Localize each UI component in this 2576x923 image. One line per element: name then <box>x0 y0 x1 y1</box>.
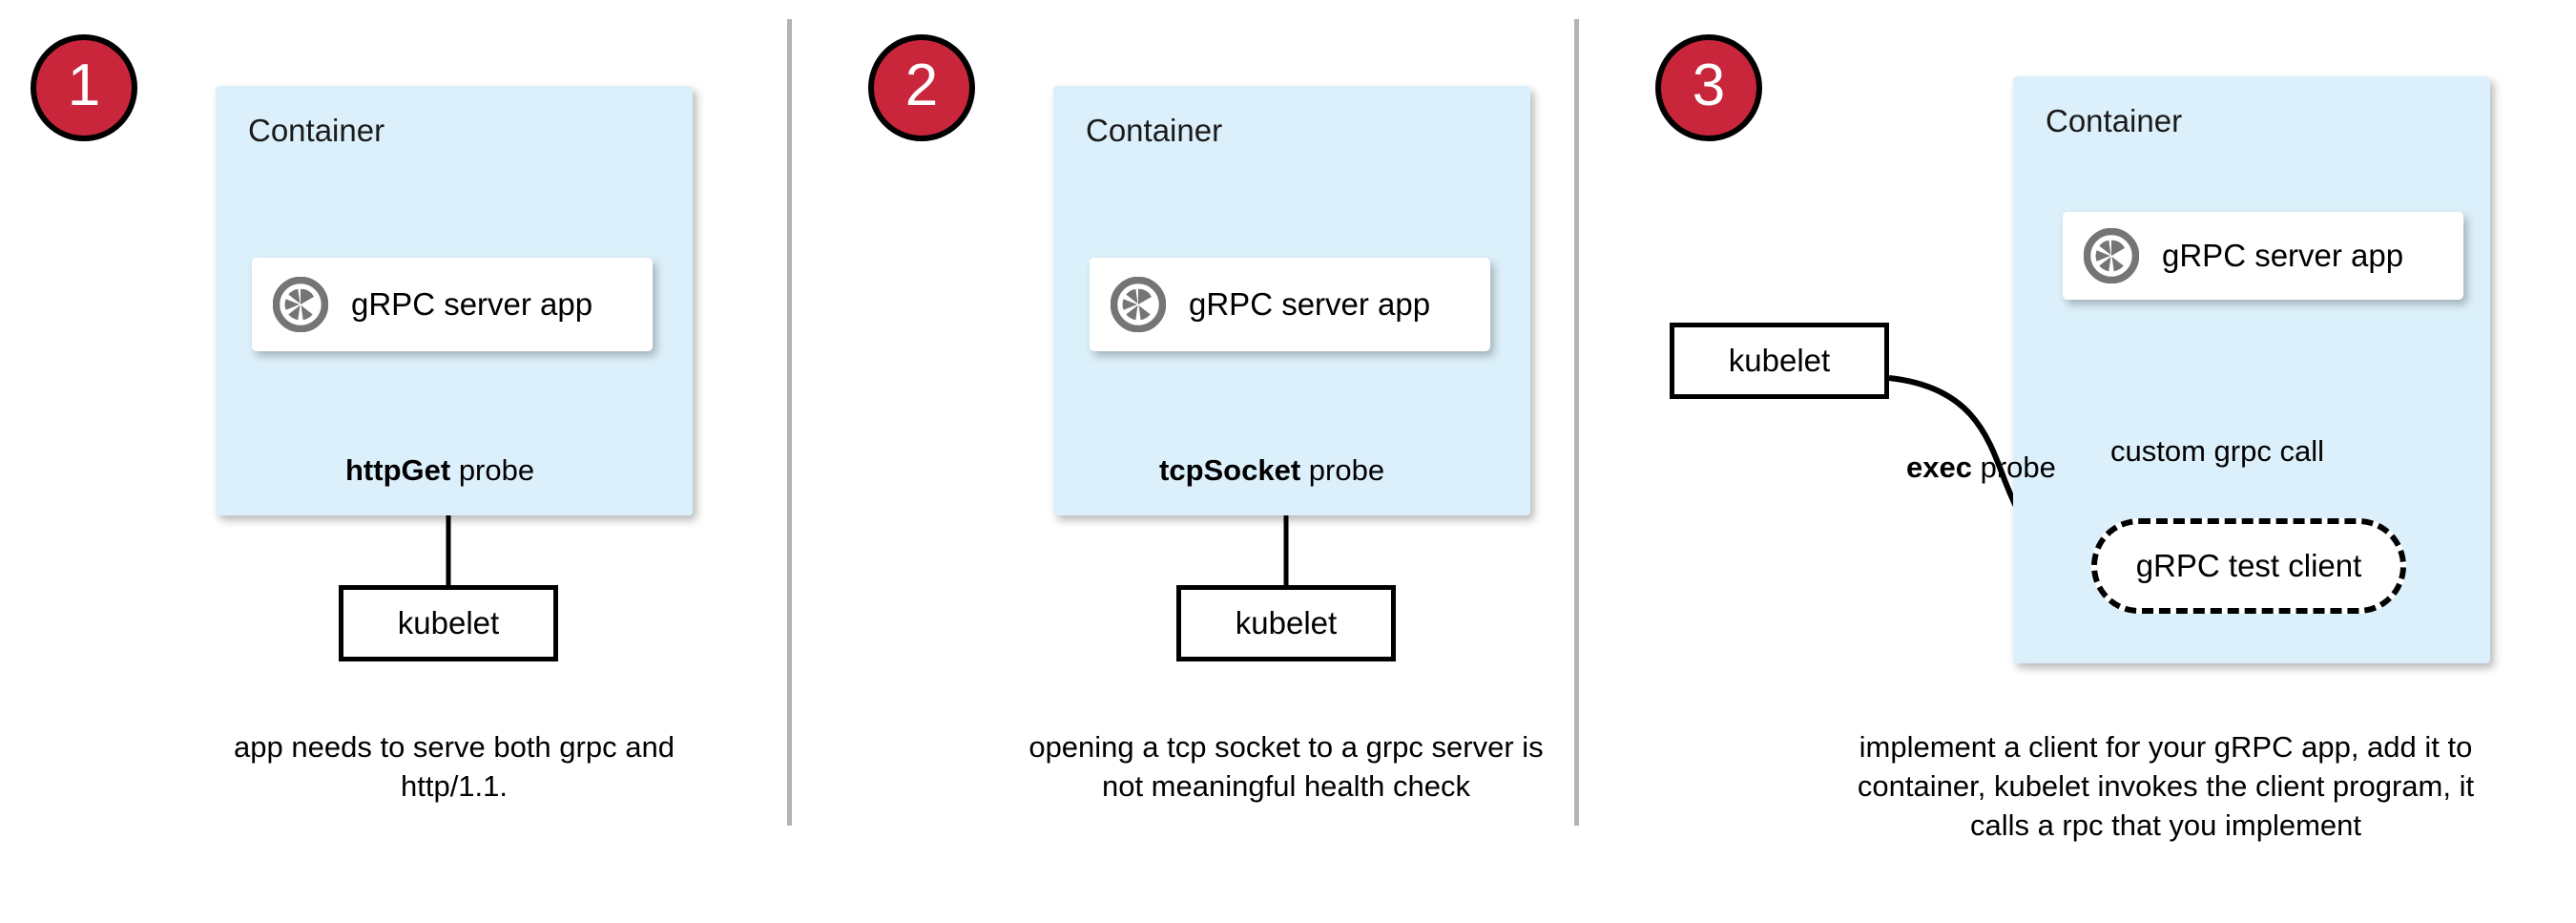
panel-divider-1 <box>787 19 792 826</box>
panel-2-grpc-server-app-label: gRPC server app <box>1189 286 1431 322</box>
panel-3-probe-label: exec probe <box>1906 451 2056 485</box>
panel-3-kubelet-label: kubelet <box>1728 343 1831 378</box>
panel-3-grpc-server-app-label: gRPC server app <box>2162 238 2404 273</box>
panel-3-grpc-test-client-label: gRPC test client <box>2135 548 2362 583</box>
panel-2-grpc-server-app-card[interactable]: gRPC server app <box>1090 258 1490 351</box>
panel-2-kubelet-box[interactable]: kubelet <box>1176 585 1396 661</box>
panel-2-caption: opening a tcp socket to a grpc server is… <box>1028 730 1544 803</box>
grpc-logo-icon <box>1110 276 1167 333</box>
panel-2-container-label: Container <box>1086 113 1223 148</box>
panel-1-grpc-server-app-card[interactable]: gRPC server app <box>252 258 653 351</box>
panel-1-kubelet-label: kubelet <box>397 605 500 640</box>
panel-3-probe-type: exec <box>1906 451 1972 484</box>
panel-3-step-number: 3 <box>1692 52 1726 118</box>
panel-3-container-label: Container <box>2046 103 2183 138</box>
panel-3-caption: implement a client for your gRPC app, ad… <box>1857 730 2475 842</box>
grpc-logo-icon <box>2083 227 2140 284</box>
panel-1-probe-suffix: probe <box>450 453 535 487</box>
panel-1-step-badge: 1 <box>31 34 137 141</box>
panel-2-kubelet-label: kubelet <box>1235 605 1338 640</box>
panel-2-probe-type: tcpSocket <box>1159 453 1301 487</box>
panel-1-kubelet-box[interactable]: kubelet <box>339 585 558 661</box>
panel-1-container-label: Container <box>248 113 385 148</box>
panel-2-step-number: 2 <box>904 52 939 118</box>
grpc-logo-icon <box>272 276 329 333</box>
panel-3-kubelet-box[interactable]: kubelet <box>1670 323 1889 399</box>
panel-1-step-number: 1 <box>67 52 101 118</box>
panel-2-step-badge: 2 <box>868 34 975 141</box>
panel-3-grpc-server-app-card[interactable]: gRPC server app <box>2063 212 2463 300</box>
panel-1-probe-type: httpGet <box>345 453 451 487</box>
panel-1-caption: app needs to serve both grpc and http/1.… <box>234 730 675 803</box>
panel-3-probe-suffix: probe <box>1971 451 2056 484</box>
panel-1-grpc-server-app-label: gRPC server app <box>351 286 593 322</box>
panel-divider-2 <box>1574 19 1579 826</box>
panel-1-probe-label: httpGet probe <box>345 453 534 488</box>
panel-3-step-badge: 3 <box>1655 34 1762 141</box>
panel-2-probe-suffix: probe <box>1300 453 1385 487</box>
panel-2-probe-label: tcpSocket probe <box>1159 453 1384 488</box>
panel-3-grpc-test-client[interactable]: gRPC test client <box>2091 518 2406 614</box>
panel-3-custom-call-label: custom grpc call <box>2110 434 2324 468</box>
